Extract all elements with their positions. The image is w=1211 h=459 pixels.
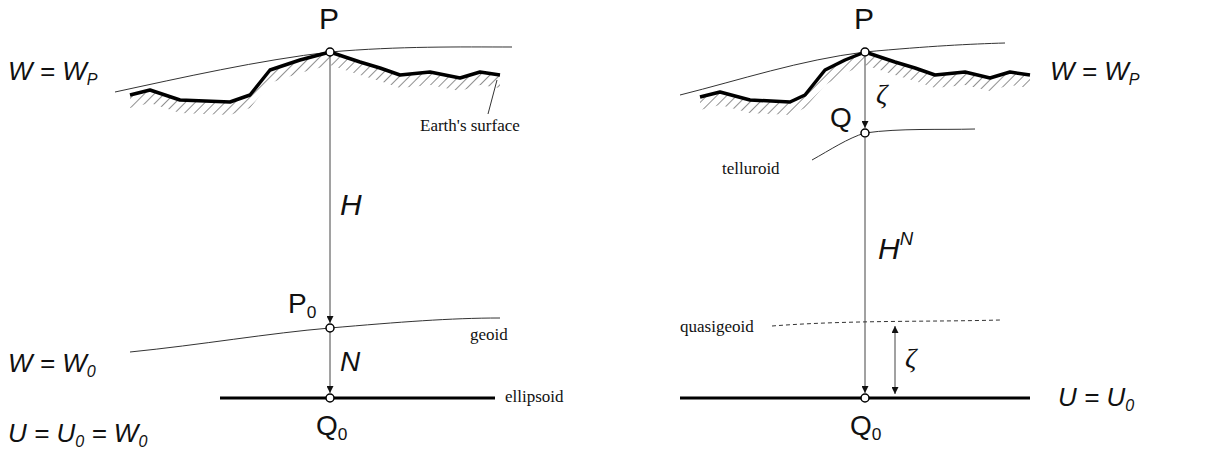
label-group: P bbox=[854, 4, 874, 34]
label-group: P bbox=[319, 4, 339, 34]
point-marker bbox=[861, 129, 869, 137]
label-group: W = WP bbox=[1050, 58, 1139, 87]
index-mark: 0 bbox=[75, 432, 84, 450]
ellipsoid-line bbox=[680, 397, 1030, 400]
point-marker bbox=[326, 394, 334, 402]
plumb-line bbox=[330, 332, 331, 393]
symbol-label: ζ bbox=[905, 342, 916, 373]
symbol-label: telluroid bbox=[722, 159, 780, 178]
label-group: W = WP bbox=[8, 58, 97, 87]
label-group: H bbox=[340, 190, 362, 220]
label-group: Q bbox=[830, 104, 852, 132]
symbol-label: P bbox=[288, 288, 307, 319]
label-group: ζ bbox=[905, 344, 916, 372]
label-group: telluroid bbox=[722, 160, 780, 177]
label-group: geoid bbox=[470, 326, 508, 343]
label-group: quasigeoid bbox=[680, 318, 754, 335]
symbol-label: Q bbox=[316, 410, 338, 441]
symbol-label: H bbox=[340, 188, 362, 221]
geoid-line bbox=[130, 318, 500, 352]
plumb-line bbox=[865, 138, 866, 393]
symbol-label: U = U bbox=[1058, 382, 1125, 412]
symbol-label: P bbox=[319, 2, 339, 35]
ellipsoid-line bbox=[220, 397, 495, 400]
symbol-label: Earth's surface bbox=[420, 116, 520, 135]
symbol-label: P bbox=[854, 2, 874, 35]
index-mark: 0 bbox=[307, 302, 317, 322]
index-mark: P bbox=[1129, 70, 1140, 88]
symbol-label: W = W bbox=[8, 348, 87, 378]
symbol-label: geoid bbox=[470, 325, 508, 344]
label-group: Q0 bbox=[316, 412, 347, 444]
symbol-label: Q bbox=[850, 410, 872, 441]
plumb-line bbox=[330, 56, 331, 323]
symbol-label: quasigeoid bbox=[680, 317, 754, 336]
label-group: N bbox=[340, 348, 360, 376]
symbol-label: W = W bbox=[8, 56, 87, 86]
terrain-hatch bbox=[130, 52, 500, 115]
index-mark: 0 bbox=[87, 362, 96, 380]
index-mark: P bbox=[87, 70, 98, 88]
label-group: W = W0 bbox=[8, 350, 96, 379]
label-group: ζ bbox=[876, 80, 887, 108]
symbol-label: H bbox=[878, 232, 900, 265]
symbol-label: = W bbox=[91, 418, 138, 448]
index-mark: 0 bbox=[338, 424, 348, 444]
point-marker bbox=[861, 48, 869, 56]
label-group: P0 bbox=[288, 290, 316, 322]
quasigeoid-line bbox=[772, 320, 1000, 326]
symbol-label: ζ bbox=[876, 78, 887, 109]
height-anomaly-arrow bbox=[895, 326, 896, 394]
earth-surface bbox=[130, 52, 500, 102]
symbol-label: N bbox=[340, 346, 360, 377]
label-group: HN bbox=[878, 230, 913, 264]
symbol-label: Q bbox=[830, 102, 852, 133]
index-mark: 0 bbox=[138, 432, 147, 450]
index-mark: N bbox=[900, 228, 913, 249]
symbol-label: W = W bbox=[1050, 56, 1129, 86]
point-marker bbox=[326, 48, 334, 56]
index-mark: 0 bbox=[1125, 396, 1134, 414]
label-group: Earth's surface bbox=[420, 117, 520, 134]
label-group: Q0 bbox=[850, 412, 881, 444]
label-group: ellipsoid bbox=[505, 388, 564, 405]
symbol-label: ellipsoid bbox=[505, 387, 564, 406]
height-anomaly-arrow bbox=[865, 57, 866, 128]
label-group: U = U0= W0 bbox=[8, 420, 147, 449]
label-group: U = U0 bbox=[1058, 384, 1134, 413]
telluroid-line bbox=[812, 129, 975, 160]
point-marker bbox=[326, 324, 334, 332]
symbol-label: U = U bbox=[8, 418, 75, 448]
index-mark: 0 bbox=[872, 424, 882, 444]
point-marker bbox=[861, 394, 869, 402]
leader-line bbox=[488, 80, 497, 114]
